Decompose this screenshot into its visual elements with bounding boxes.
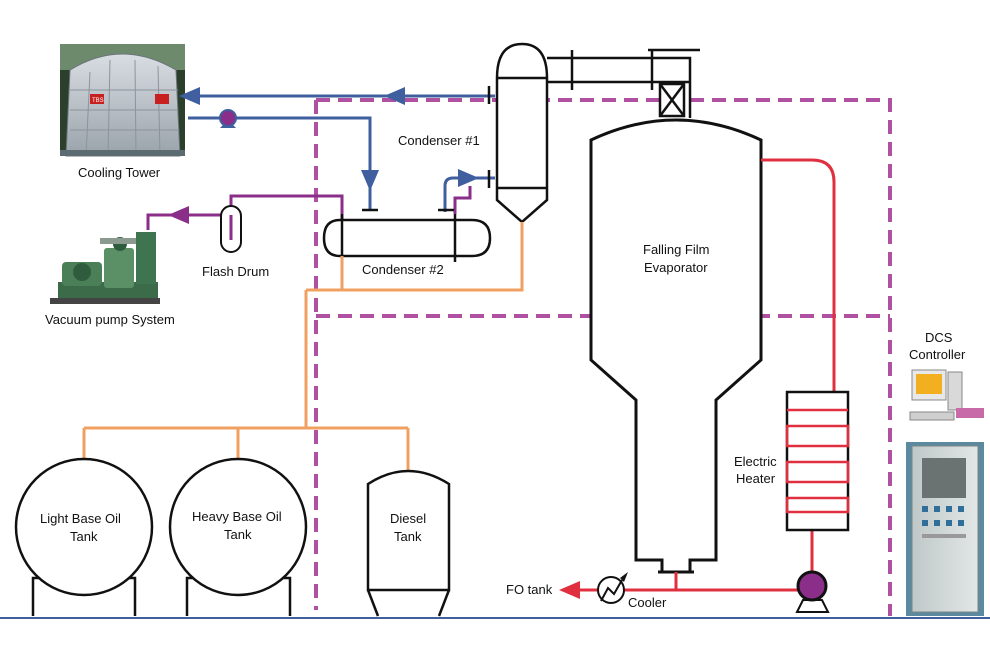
cooling-water-lines [179,87,495,212]
light-base-oil-tank [14,457,154,616]
cooling-tower-photo: TBS [60,44,185,157]
dcs-cabinet-photo [906,442,984,616]
electric-heater-label-1: Electric [734,454,777,469]
light-tank-label-1: Light Base Oil [40,511,121,526]
evaporator-label-2: Evaporator [644,260,708,275]
cooling-tower-label: Cooling Tower [78,165,161,180]
condenser-1-label: Condenser #1 [398,133,480,148]
tower-badge: TBS [92,98,104,104]
flash-drum-label: Flash Drum [202,264,269,279]
distillate-lines [82,222,524,470]
dcs-computer-icon [909,369,984,421]
dcs-label-1: DCS [925,330,953,345]
condenser-2 [322,208,492,262]
heavy-tank-label-1: Heavy Base Oil [192,509,282,524]
heavy-base-oil-tank [168,457,308,616]
cooler-icon [597,572,628,604]
cooling-water-pump-icon [219,109,237,128]
vacuum-pump-photo [50,232,160,304]
light-tank-label-2: Tank [70,529,98,544]
pump-icon [795,570,830,613]
falling-film-evaporator [589,118,763,574]
cooler-label: Cooler [628,595,667,610]
diesel-tank-label-1: Diesel [390,511,426,526]
diesel-tank [366,469,451,617]
dcs-label-2: Controller [909,347,966,362]
condenser-2-label: Condenser #2 [362,262,444,277]
condenser-1 [487,42,700,224]
diesel-tank-label-2: Tank [394,529,422,544]
electric-heater-label-2: Heater [736,471,776,486]
heavy-tank-label-2: Tank [224,527,252,542]
vacuum-pump-system-label: Vacuum pump System [45,312,175,327]
evaporator-label-1: Falling Film [643,242,709,257]
fo-tank-label: FO tank [506,582,553,597]
electric-heater [785,390,850,532]
